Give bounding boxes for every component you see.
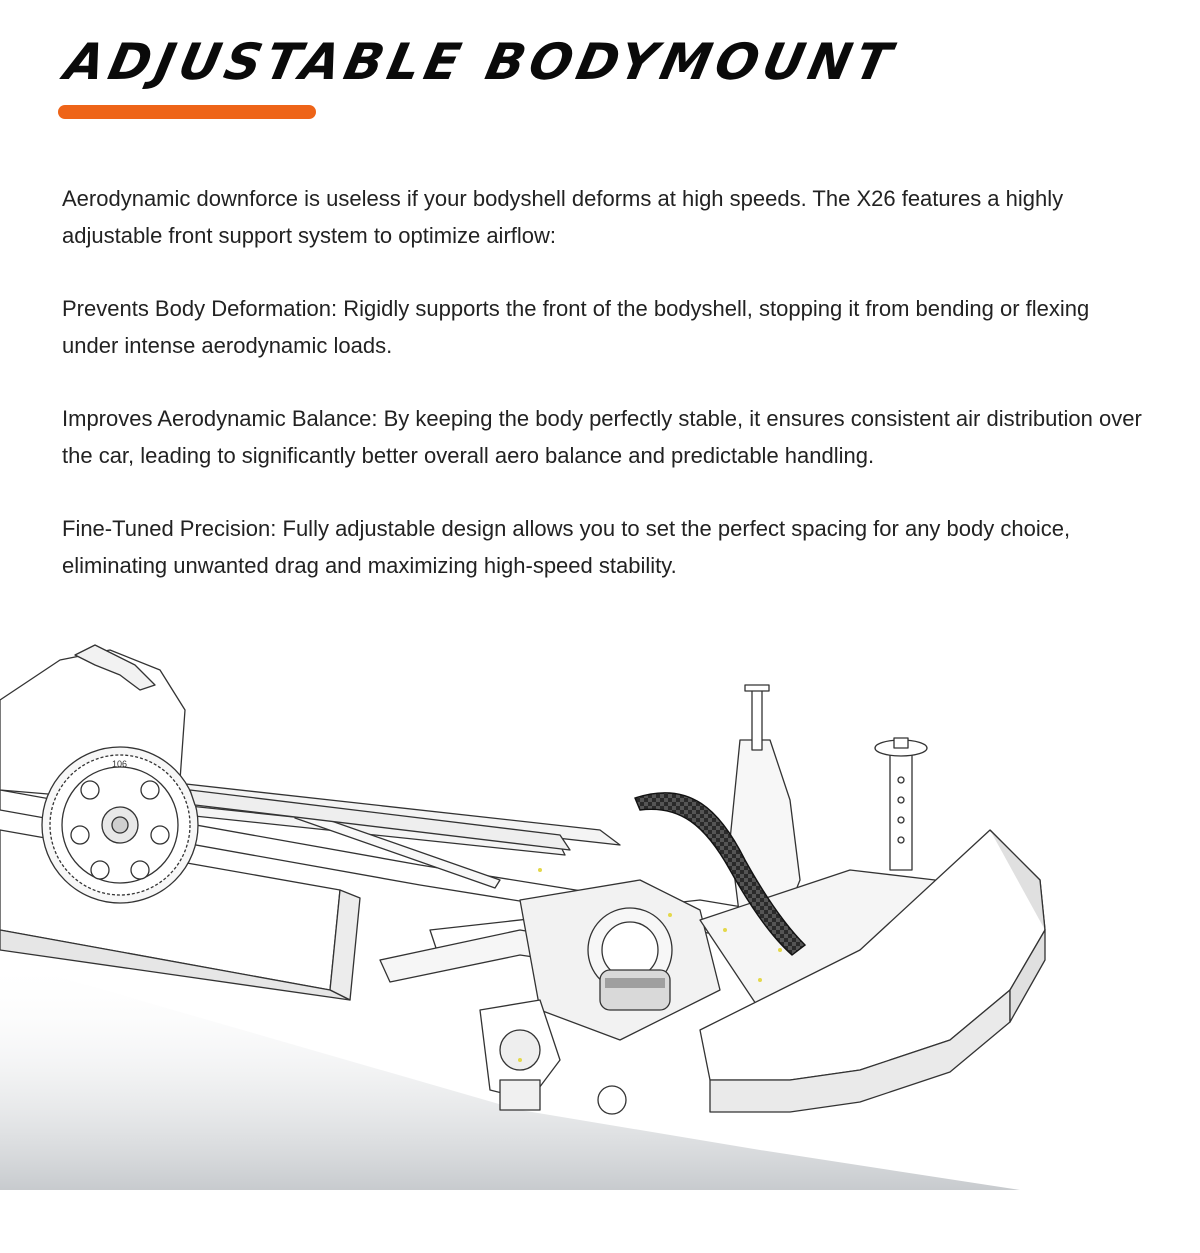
title-underline xyxy=(58,105,316,119)
chassis-illustration: 106 xyxy=(0,644,1046,1190)
ground-shadow xyxy=(0,960,1020,1190)
feature-paragraph-body-deformation: Prevents Body Deformation: Rigidly suppo… xyxy=(62,296,1090,358)
intro-paragraph: Aerodynamic downforce is useless if your… xyxy=(62,186,1064,248)
body-post-right xyxy=(874,737,928,871)
shock-absorber xyxy=(599,969,671,1011)
feature-paragraph-precision: Fine-Tuned Precision: Fully adjustable d… xyxy=(62,516,1071,578)
carbon-body-support xyxy=(634,792,807,956)
page-title: ADJUSTABLE BODYMOUNT xyxy=(59,33,902,91)
feature-paragraph-aero-balance: Improves Aerodynamic Balance: By keeping… xyxy=(62,406,1142,468)
gear-label: 106 xyxy=(112,759,127,769)
spur-gear xyxy=(41,746,199,904)
drive-belt xyxy=(189,789,571,851)
